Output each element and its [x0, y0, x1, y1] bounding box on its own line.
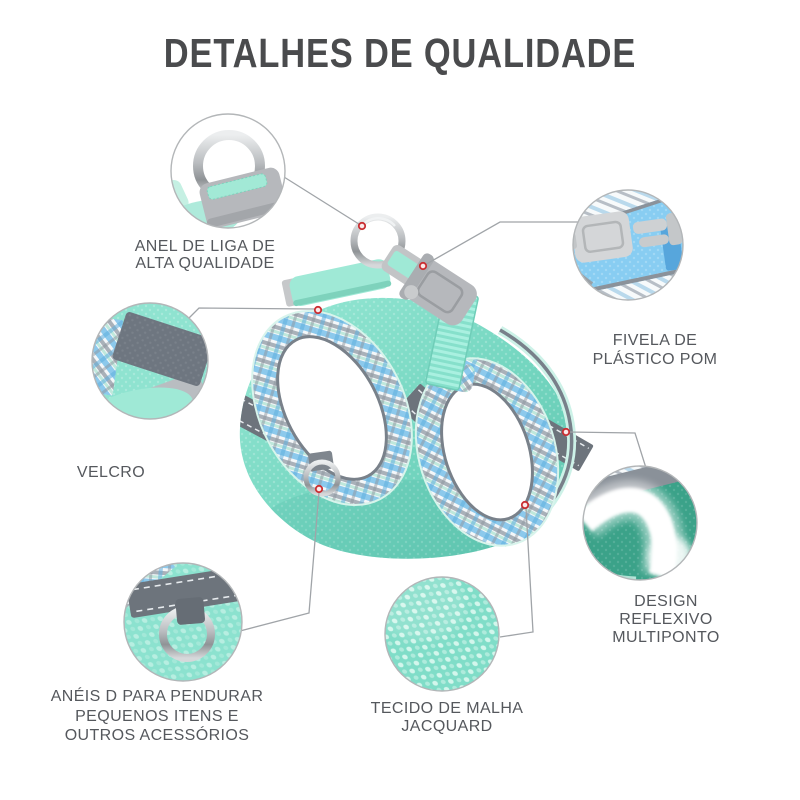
marker-velcro	[313, 305, 323, 315]
callout-label-design: DESIGN REFLEXIVO MULTIPONTO	[566, 593, 766, 647]
callout-label-line: TECIDO DE MALHA	[370, 700, 524, 717]
callout-label-line: FIVELA DE	[612, 332, 698, 349]
marker-design	[561, 427, 571, 437]
callout-line-velcro	[188, 307, 315, 319]
callout-label-tecido: TECIDO DE MALHA JACQUARD	[327, 700, 567, 736]
callout-label-fivela: FIVELA DE PLÁSTICO POM	[545, 332, 765, 369]
callout-label-line: VELCRO	[76, 464, 146, 481]
callout-label-line: OUTROS ACESSÓRIOS	[64, 727, 250, 744]
zoom-circle-aneis	[123, 562, 243, 682]
collar-strap	[281, 259, 392, 307]
callout-line-anel	[283, 176, 363, 227]
marker-anel	[357, 221, 367, 231]
leg-hole-left	[251, 309, 413, 507]
callout-label-line: DESIGN	[634, 593, 698, 610]
zoom-circle-fivela	[572, 189, 684, 301]
zoom-circle-design	[582, 465, 698, 581]
callout-label-line: PLÁSTICO POM	[592, 350, 718, 368]
zoom-circle-velcro	[91, 302, 209, 420]
callout-line-tecido	[499, 507, 534, 638]
marker-tecido	[520, 500, 530, 510]
callout-label-line: REFLEXIVO	[619, 611, 713, 628]
page-title: DETALHES DE QUALIDADE	[163, 30, 637, 76]
zoom-circle-tecido	[384, 576, 500, 692]
callout-label-aneis-d: ANÉIS D PARA PENDURAR PEQUENOS ITENS E O…	[17, 687, 297, 746]
callout-label-line: MULTIPONTO	[612, 629, 720, 646]
callout-label-line: ANEL DE LIGA DE	[134, 238, 276, 255]
callout-label-line: ANÉIS D PARA PENDURAR	[50, 688, 264, 705]
callout-line-fivela	[422, 221, 578, 267]
callout-line-design	[567, 431, 647, 469]
buckle-zoom	[573, 211, 683, 263]
callout-markers	[313, 221, 571, 510]
d-ring-small	[303, 450, 341, 497]
callout-label-line: JACQUARD	[401, 718, 493, 735]
callout-lines	[188, 176, 647, 638]
callout-line-aneis	[239, 491, 320, 632]
callout-label-line: ALTA QUALIDADE	[135, 255, 275, 272]
callout-label-line: PEQUENOS ITENS E	[75, 707, 239, 725]
zoom-circle-anel	[170, 113, 286, 229]
callout-label-velcro: VELCRO	[31, 463, 191, 482]
marker-fivela	[418, 261, 428, 271]
callout-label-anel: ANEL DE LIGA DE ALTA QUALIDADE	[85, 238, 325, 272]
harness-illustration	[239, 213, 594, 559]
marker-aneis	[314, 484, 324, 494]
